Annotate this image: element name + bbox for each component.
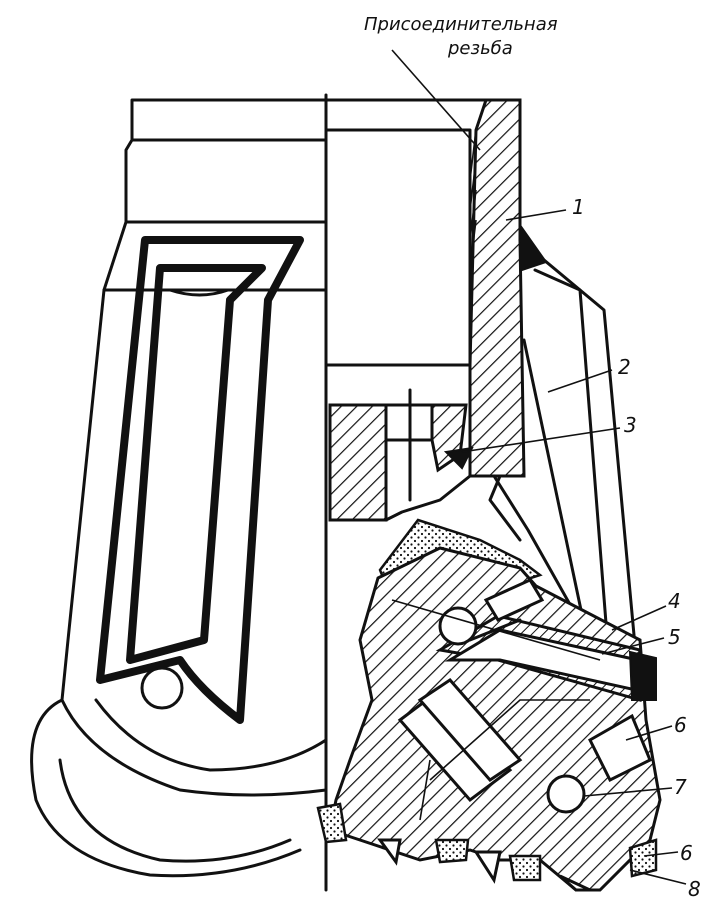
tooth-insert <box>508 854 542 882</box>
callout-1: 1 <box>572 195 585 219</box>
callout-2: 2 <box>618 355 631 379</box>
caption-line-1: Присоединительная <box>364 14 558 35</box>
part-7-thrust-ball <box>546 774 586 814</box>
part-3-left-block <box>328 403 388 522</box>
callout-4: 4 <box>668 589 681 613</box>
leg-cross-section <box>316 98 662 892</box>
tooth-insert <box>434 838 470 864</box>
ball-bearing <box>438 606 478 646</box>
part-1-threaded-body <box>468 98 526 478</box>
part-2-weld <box>521 224 548 272</box>
callout-8: 8 <box>688 877 701 901</box>
callout-6-lower: 6 <box>680 841 693 865</box>
callout-6: 6 <box>674 713 687 737</box>
leader-lines <box>391 49 687 885</box>
leg-external-view <box>30 98 328 878</box>
callout-7: 7 <box>674 775 687 799</box>
tooth-insert <box>628 838 658 878</box>
callout-5: 5 <box>668 625 681 649</box>
callout-3: 3 <box>624 413 637 437</box>
caption-line-2: резьба <box>447 38 513 59</box>
